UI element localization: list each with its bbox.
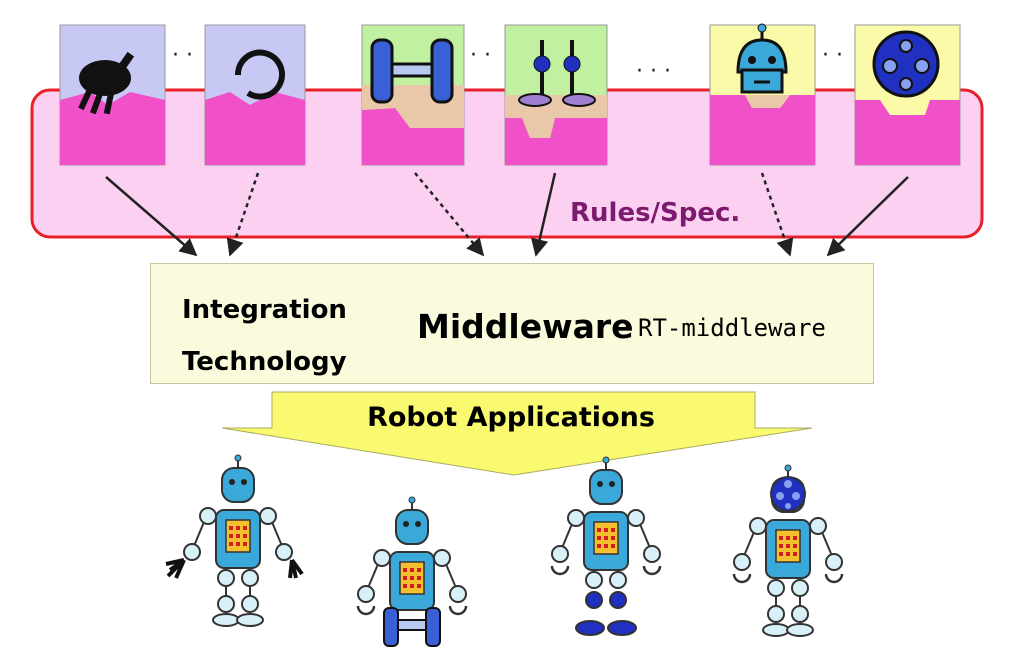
module-head-card: [709, 23, 816, 166]
rt-middleware-label: RT-middleware: [638, 314, 826, 342]
module-legs-card: [504, 24, 608, 166]
robot-applications-label: Robot Applications: [367, 402, 655, 433]
module-sensor-head-card: [854, 24, 961, 166]
robot-with-legs-icon: [550, 456, 662, 636]
ellipsis-3: · · ·: [636, 59, 671, 84]
module-hand-card: [59, 24, 166, 166]
arrow-sensor-head: [826, 176, 909, 257]
applications-arrow: [221, 391, 813, 476]
circle-gripper-icon: [234, 49, 285, 100]
arrow-circle: [226, 172, 260, 257]
integration-line-1: Integration: [182, 295, 347, 325]
arrow-hand: [105, 176, 198, 257]
middleware-box: [150, 263, 874, 384]
robot-head-icon: [736, 23, 788, 94]
arrow-wheels: [414, 172, 485, 257]
robot-on-wheels-icon: [356, 496, 468, 647]
rules-spec-label: Rules/Spec.: [570, 198, 741, 228]
hand-icon: [78, 51, 135, 115]
middleware-title: Middleware: [417, 307, 634, 346]
module-circle-card: [204, 24, 306, 166]
ellipsis-1: · ·: [172, 43, 193, 68]
integration-line-2: Technology: [182, 347, 347, 377]
ellipsis-4: · ·: [822, 43, 843, 68]
integration-technology-label: Integration Technology: [182, 284, 347, 388]
sensor-head-icon: [872, 30, 940, 98]
module-arrows: [105, 172, 909, 257]
wheels-icon: [370, 38, 454, 104]
robot-sensor-head-icon: [732, 464, 844, 637]
arrow-head: [760, 172, 794, 257]
legs-icon: [518, 40, 596, 107]
module-wheels-card: [361, 24, 465, 166]
ellipsis-2: · ·: [470, 43, 491, 68]
arrow-legs: [531, 172, 557, 257]
robot-with-hands-icon: [165, 454, 304, 627]
